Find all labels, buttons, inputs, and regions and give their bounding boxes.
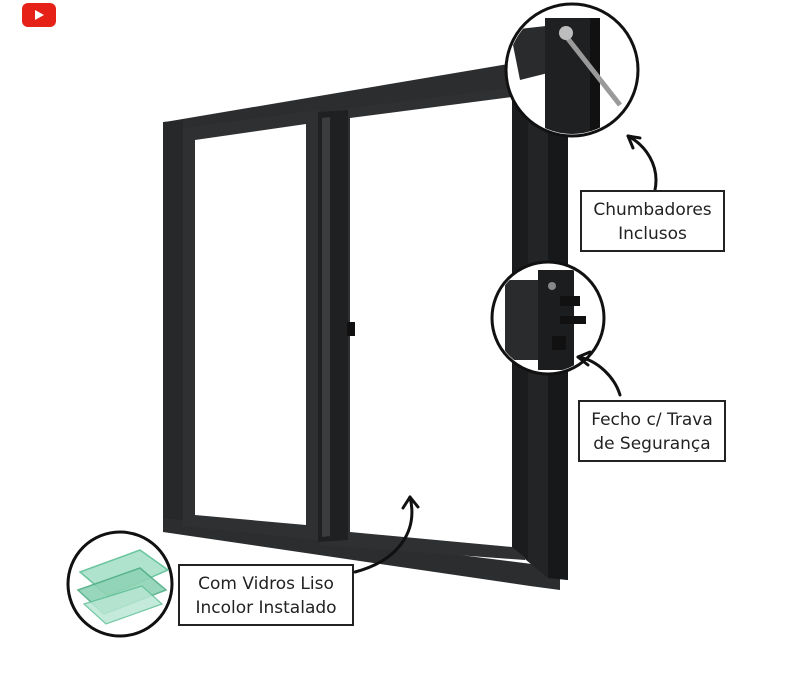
- lock-detail-circle: [490, 260, 606, 376]
- glass-label-line1: Com Vidros Liso: [198, 574, 334, 594]
- lock-label: Fecho c/ Trava de Segurança: [578, 400, 726, 462]
- window-frame: [163, 62, 568, 590]
- anchors-label-line2: Inclusos: [618, 224, 687, 244]
- glass-detail-circle: [66, 530, 174, 638]
- lock-label-line2: de Segurança: [593, 434, 711, 454]
- anchors-detail-circle: [504, 2, 640, 138]
- anchors-label-line1: Chumbadores: [593, 200, 712, 220]
- lock-label-line1: Fecho c/ Trava: [591, 410, 713, 430]
- callout-arrows: [353, 134, 658, 574]
- anchors-label: Chumbadores Inclusos: [580, 190, 725, 252]
- glass-label-line2: Incolor Instalado: [195, 598, 337, 618]
- glass-label: Com Vidros Liso Incolor Instalado: [178, 564, 354, 626]
- youtube-play-icon[interactable]: [22, 3, 56, 27]
